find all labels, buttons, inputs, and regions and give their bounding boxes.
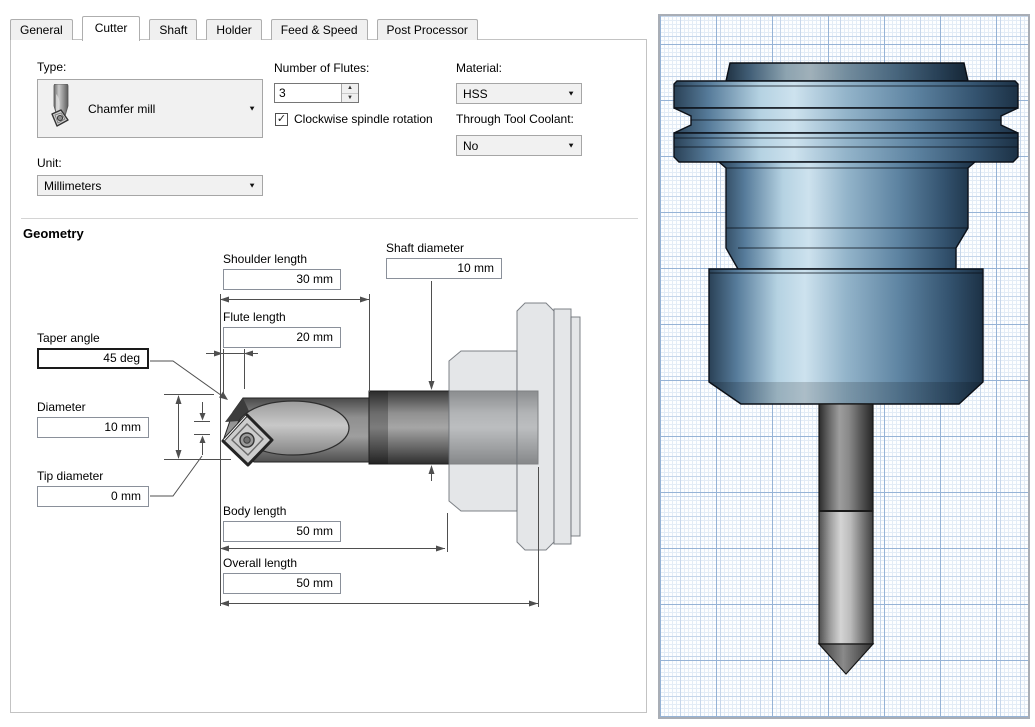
check-icon: ✓: [276, 112, 287, 125]
dimension-lines: [150, 281, 539, 607]
chevron-down-icon: ▼: [567, 141, 575, 150]
chevron-down-icon: ▼: [248, 104, 256, 113]
tab-cutter[interactable]: Cutter: [81, 16, 141, 41]
taper-angle-label: Taper angle: [37, 331, 100, 345]
tab-bar: General Cutter Shaft Holder Feed & Speed…: [10, 15, 478, 41]
tab-shaft[interactable]: Shaft: [149, 19, 198, 40]
tool-preview-pane: [658, 14, 1030, 719]
holder-3d: [673, 62, 1019, 405]
type-value: Chamfer mill: [88, 101, 156, 116]
shoulder-length-label: Shoulder length: [223, 252, 308, 266]
tip-diameter-dim: Tip diameter 0 mm: [37, 469, 149, 507]
overall-length-dim: Overall length 50 mm: [223, 556, 341, 594]
coolant-label: Through Tool Coolant:: [456, 112, 574, 126]
flute-length-label: Flute length: [223, 310, 286, 324]
taper-angle-dim: Taper angle 45 deg: [37, 331, 149, 369]
taper-angle-input[interactable]: 45 deg: [37, 348, 149, 369]
flute-length-input[interactable]: 20 mm: [223, 327, 341, 348]
shaft-diameter-dim: Shaft diameter 10 mm: [386, 241, 502, 279]
chevron-down-icon: ▼: [248, 181, 256, 190]
cutter-diagram: [150, 281, 581, 607]
material-dropdown[interactable]: HSS ▼: [456, 83, 582, 104]
diameter-dim: Diameter 10 mm: [37, 400, 149, 438]
flute-length-dim: Flute length 20 mm: [223, 310, 341, 348]
chamfer-mill-icon: [44, 83, 76, 134]
type-dropdown[interactable]: Chamfer mill ▼: [37, 79, 263, 138]
diameter-input[interactable]: 10 mm: [37, 417, 149, 438]
geometry-heading: Geometry: [23, 226, 84, 241]
section-divider: [21, 218, 638, 219]
material-value: HSS: [463, 86, 488, 101]
coolant-dropdown[interactable]: No ▼: [456, 135, 582, 156]
flutes-input[interactable]: 3 ▲ ▼: [274, 83, 359, 103]
flutes-label: Number of Flutes:: [274, 61, 370, 75]
tab-feed-speed[interactable]: Feed & Speed: [270, 19, 368, 40]
body-length-dim: Body length 50 mm: [223, 504, 341, 542]
tip-diameter-label: Tip diameter: [37, 469, 104, 483]
flutes-spinner: ▲ ▼: [341, 84, 358, 102]
tab-post-processor[interactable]: Post Processor: [376, 19, 478, 40]
unit-dropdown[interactable]: Millimeters ▼: [37, 175, 263, 196]
shoulder-length-dim: Shoulder length 30 mm: [223, 252, 341, 290]
material-label: Material:: [456, 61, 503, 75]
spinner-down-button[interactable]: ▼: [347, 94, 353, 101]
type-label: Type:: [37, 60, 67, 74]
tab-general[interactable]: General: [10, 19, 73, 40]
chevron-down-icon: ▼: [567, 89, 575, 98]
overall-length-label: Overall length: [223, 556, 298, 570]
shaft-diameter-label: Shaft diameter: [386, 241, 465, 255]
spinner-up-button[interactable]: ▲: [342, 84, 358, 94]
overall-length-input[interactable]: 50 mm: [223, 573, 341, 594]
cutter-tab-panel: Type: Chamfer mill ▼ Unit: [10, 39, 647, 713]
holder-ghost: [448, 302, 581, 551]
unit-label: Unit:: [37, 156, 62, 170]
unit-value: Millimeters: [44, 178, 102, 193]
tool-3d-render: [673, 62, 1019, 675]
flutes-value: 3: [279, 86, 286, 100]
coolant-value: No: [463, 138, 479, 153]
dimension-arrowheads: [175, 296, 538, 607]
diameter-label: Diameter: [37, 400, 86, 414]
tip-diameter-input[interactable]: 0 mm: [37, 486, 149, 507]
shaft-diameter-input[interactable]: 10 mm: [386, 258, 502, 279]
cutter-3d: [817, 403, 875, 675]
spindle-rotation-label: Clockwise spindle rotation: [294, 112, 433, 126]
body-length-input[interactable]: 50 mm: [223, 521, 341, 542]
spindle-rotation-row: ✓ Clockwise spindle rotation: [275, 112, 433, 126]
spindle-rotation-checkbox[interactable]: ✓: [275, 112, 288, 126]
tab-holder[interactable]: Holder: [206, 19, 262, 40]
shoulder-length-input[interactable]: 30 mm: [223, 269, 341, 290]
body-length-label: Body length: [223, 504, 287, 518]
